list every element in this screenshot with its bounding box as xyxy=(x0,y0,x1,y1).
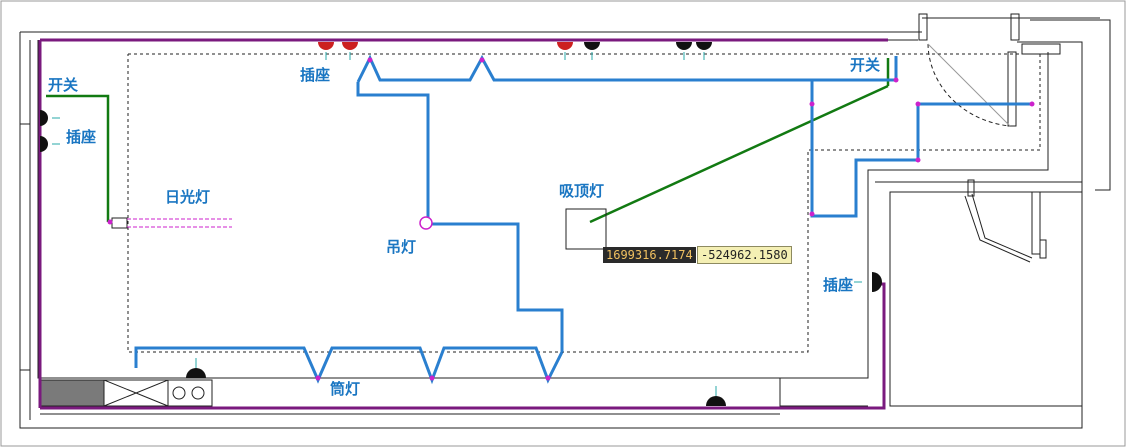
pendant-light-icon xyxy=(419,216,433,230)
lighting-wiring xyxy=(134,54,1032,385)
socket-icon xyxy=(696,42,712,50)
socket-symbols xyxy=(40,42,882,406)
socket-icon xyxy=(872,272,882,292)
label-socket-left: 插座 xyxy=(66,128,97,146)
socket-icon xyxy=(40,110,48,126)
socket-icon xyxy=(186,368,206,378)
socket-icon xyxy=(706,396,726,406)
socket-icon xyxy=(318,42,334,50)
label-socket-top: 插座 xyxy=(300,66,331,84)
cursor-x-readout: 1699316.7174 xyxy=(603,247,696,263)
socket-icon xyxy=(342,42,358,50)
label-pendant: 吊灯 xyxy=(386,238,417,256)
ceiling-light-icon xyxy=(565,208,607,250)
kitchen-counter xyxy=(39,379,213,407)
socket-icon xyxy=(40,136,48,152)
door-swings xyxy=(927,43,1033,263)
socket-icon xyxy=(676,42,692,50)
label-switch-right: 开关 xyxy=(850,56,881,74)
junction-markers xyxy=(107,57,1035,381)
cursor-y-readout: -524962.1580 xyxy=(697,246,792,264)
fluorescent-fixture xyxy=(111,217,232,229)
label-switch-left: 开关 xyxy=(48,76,79,94)
ceiling-outline xyxy=(127,53,1041,353)
label-ceiling-light: 吸顶灯 xyxy=(559,182,605,200)
label-downlight: 筒灯 xyxy=(330,380,361,398)
socket-icon xyxy=(557,42,573,50)
label-socket-right: 插座 xyxy=(823,276,854,294)
label-fluorescent: 日光灯 xyxy=(165,188,211,206)
socket-icon xyxy=(584,42,600,50)
